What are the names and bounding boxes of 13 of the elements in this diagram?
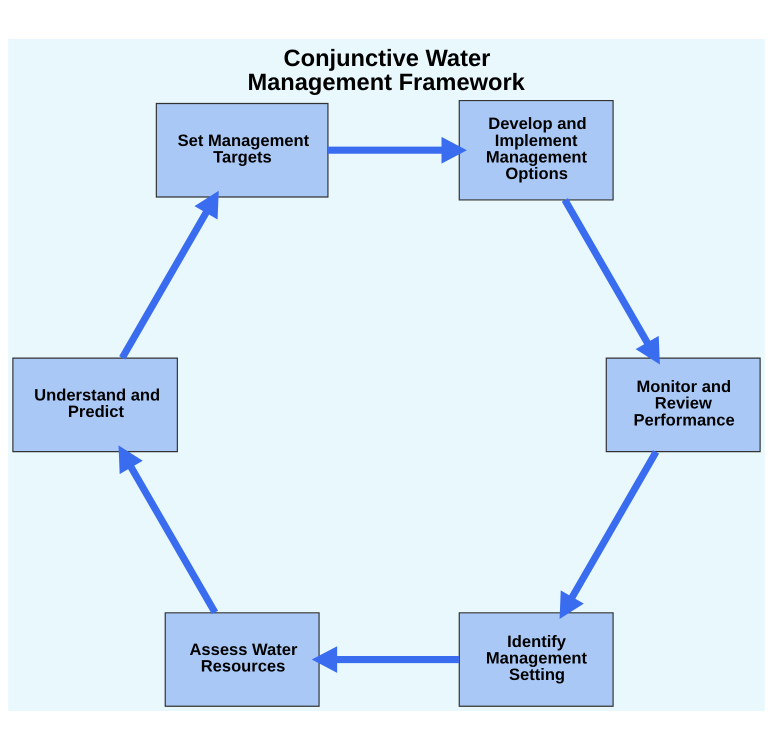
arrow: [118, 445, 218, 614]
node-box: Develop and Implement Management Options: [458, 100, 614, 201]
arrow: [312, 646, 459, 673]
arrow: [119, 190, 219, 360]
node-box: Monitor and Review Performance: [606, 358, 761, 452]
arrow: [560, 450, 660, 619]
node-box: Identify Management Setting: [458, 612, 614, 707]
node-box: Understand and Predict: [12, 358, 178, 452]
arrow: [328, 136, 467, 164]
node-box: Assess Water Resources: [164, 612, 320, 707]
node-box: Set Management Targets: [156, 102, 329, 198]
arrow: [562, 198, 660, 364]
diagram-title: Conjunctive Water Management Framework: [247, 46, 525, 96]
